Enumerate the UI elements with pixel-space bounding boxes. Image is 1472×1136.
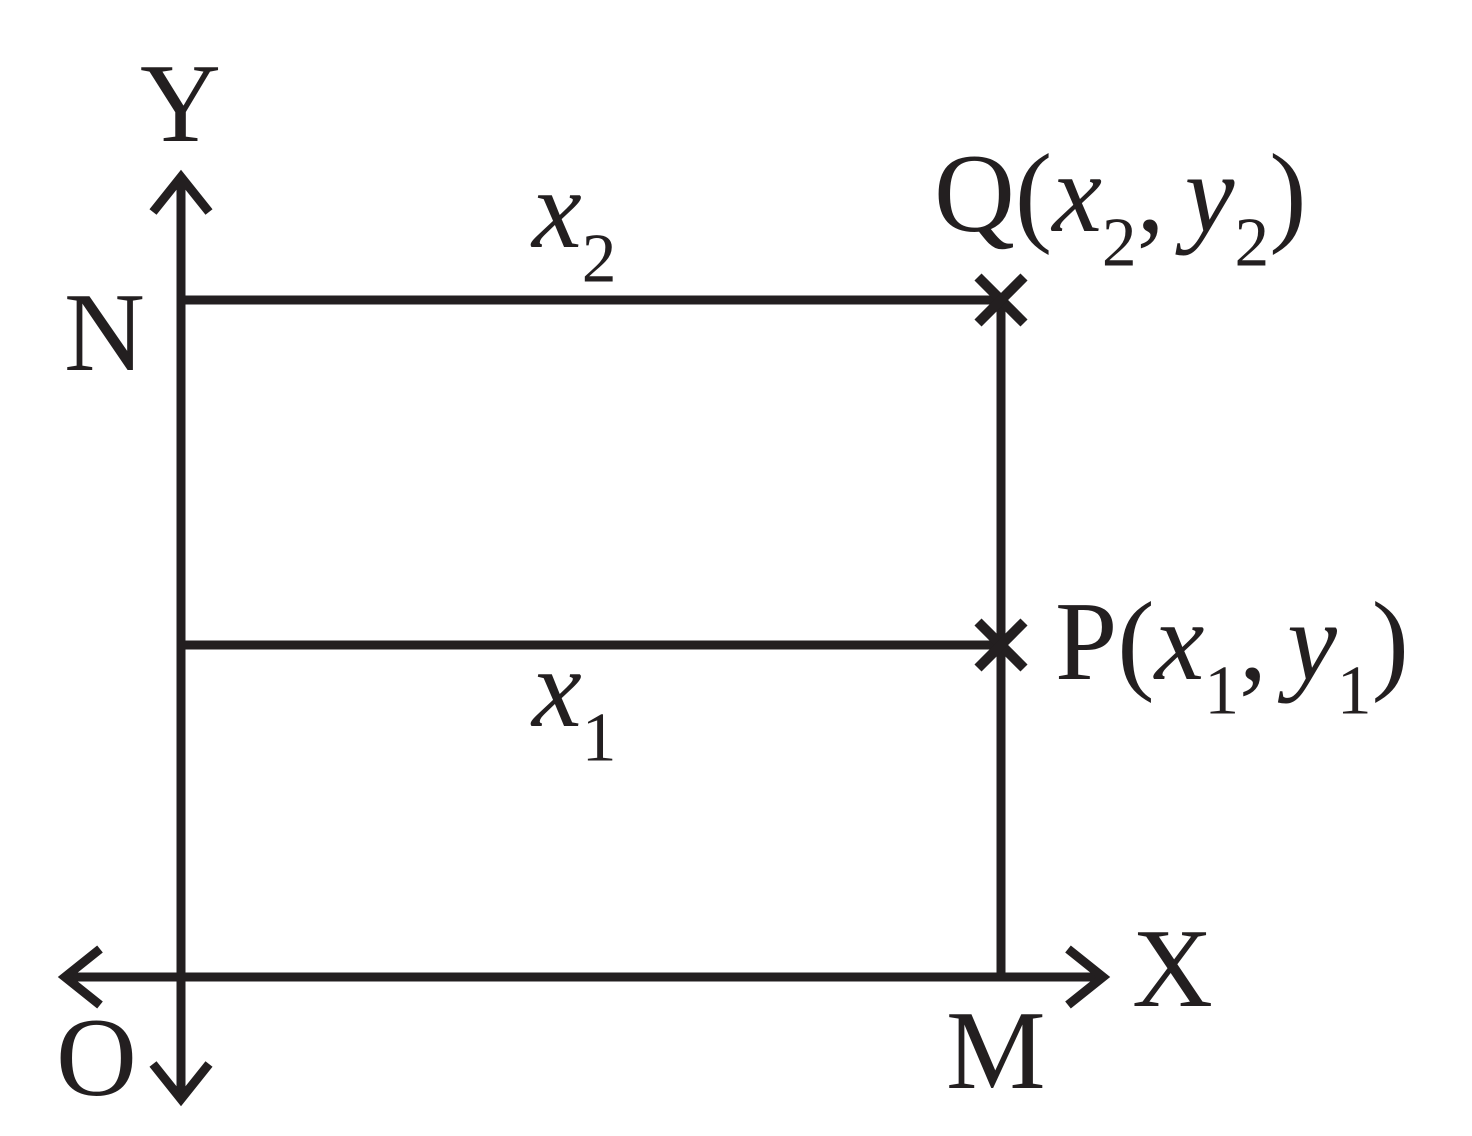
q-rparen: ): [1269, 132, 1307, 256]
origin-label: O: [56, 996, 137, 1120]
point-q-label: Q(x2,y2): [934, 138, 1307, 278]
x1-variable: x: [532, 627, 582, 751]
point-m-label: M: [946, 989, 1046, 1113]
p-lparen: (: [1117, 580, 1155, 704]
q-x-variable: x: [1052, 132, 1102, 256]
q-x-subscript: 2: [1101, 204, 1137, 282]
point-q-marker-icon: [974, 273, 1028, 327]
x-axis-label: X: [1132, 907, 1213, 1031]
p-comma: ,: [1239, 580, 1268, 704]
point-p-label: P(x1,y1): [1055, 586, 1409, 726]
x2-variable: x: [532, 148, 582, 272]
y-axis-arrow-up-icon: [149, 169, 213, 215]
q-y-subscript: 2: [1234, 204, 1270, 282]
p-y-variable: y: [1287, 580, 1337, 704]
y-axis: [149, 169, 213, 1107]
q-name: Q: [934, 132, 1015, 256]
q-y-variable: y: [1184, 132, 1235, 256]
p-rparen: ): [1371, 580, 1409, 704]
point-p-marker-icon: [974, 618, 1028, 672]
segment-x2-label: x2: [532, 154, 616, 294]
p-x-subscript: 1: [1204, 652, 1240, 730]
point-n-label: N: [64, 271, 145, 395]
y-axis-label: Y: [140, 42, 221, 166]
p-name: P: [1055, 580, 1118, 704]
x-axis-arrow-right-icon: [1065, 945, 1111, 1009]
q-lparen: (: [1014, 132, 1053, 256]
y-axis-arrow-down-icon: [149, 1061, 213, 1107]
p-y-subscript: 1: [1336, 652, 1372, 730]
q-comma: ,: [1136, 132, 1165, 256]
x2-subscript: 2: [581, 220, 617, 298]
segment-x1-label: x1: [532, 633, 616, 773]
x-axis-arrow-left-icon: [57, 945, 103, 1009]
x-axis: [57, 945, 1111, 1009]
p-x-variable: x: [1154, 580, 1205, 704]
x1-subscript: 1: [581, 699, 617, 777]
